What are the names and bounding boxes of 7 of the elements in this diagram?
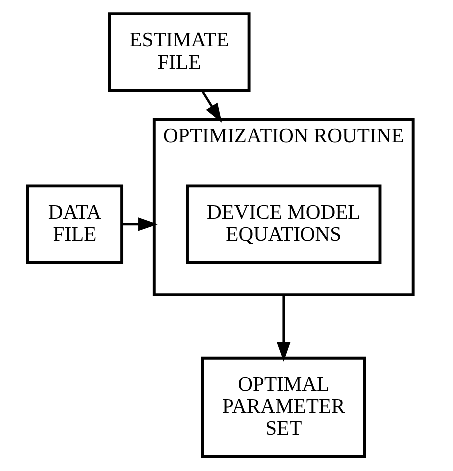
arrow [122, 218, 158, 232]
node-box: DATA FILE [26, 184, 124, 264]
node-box: DEVICE MODEL EQUATIONS [186, 184, 382, 264]
arrow [201, 90, 222, 124]
arrow [277, 295, 291, 362]
node-box: ESTIMATE FILE [108, 12, 251, 92]
node-box: OPTIMAL PARAMETER SET [202, 356, 366, 458]
